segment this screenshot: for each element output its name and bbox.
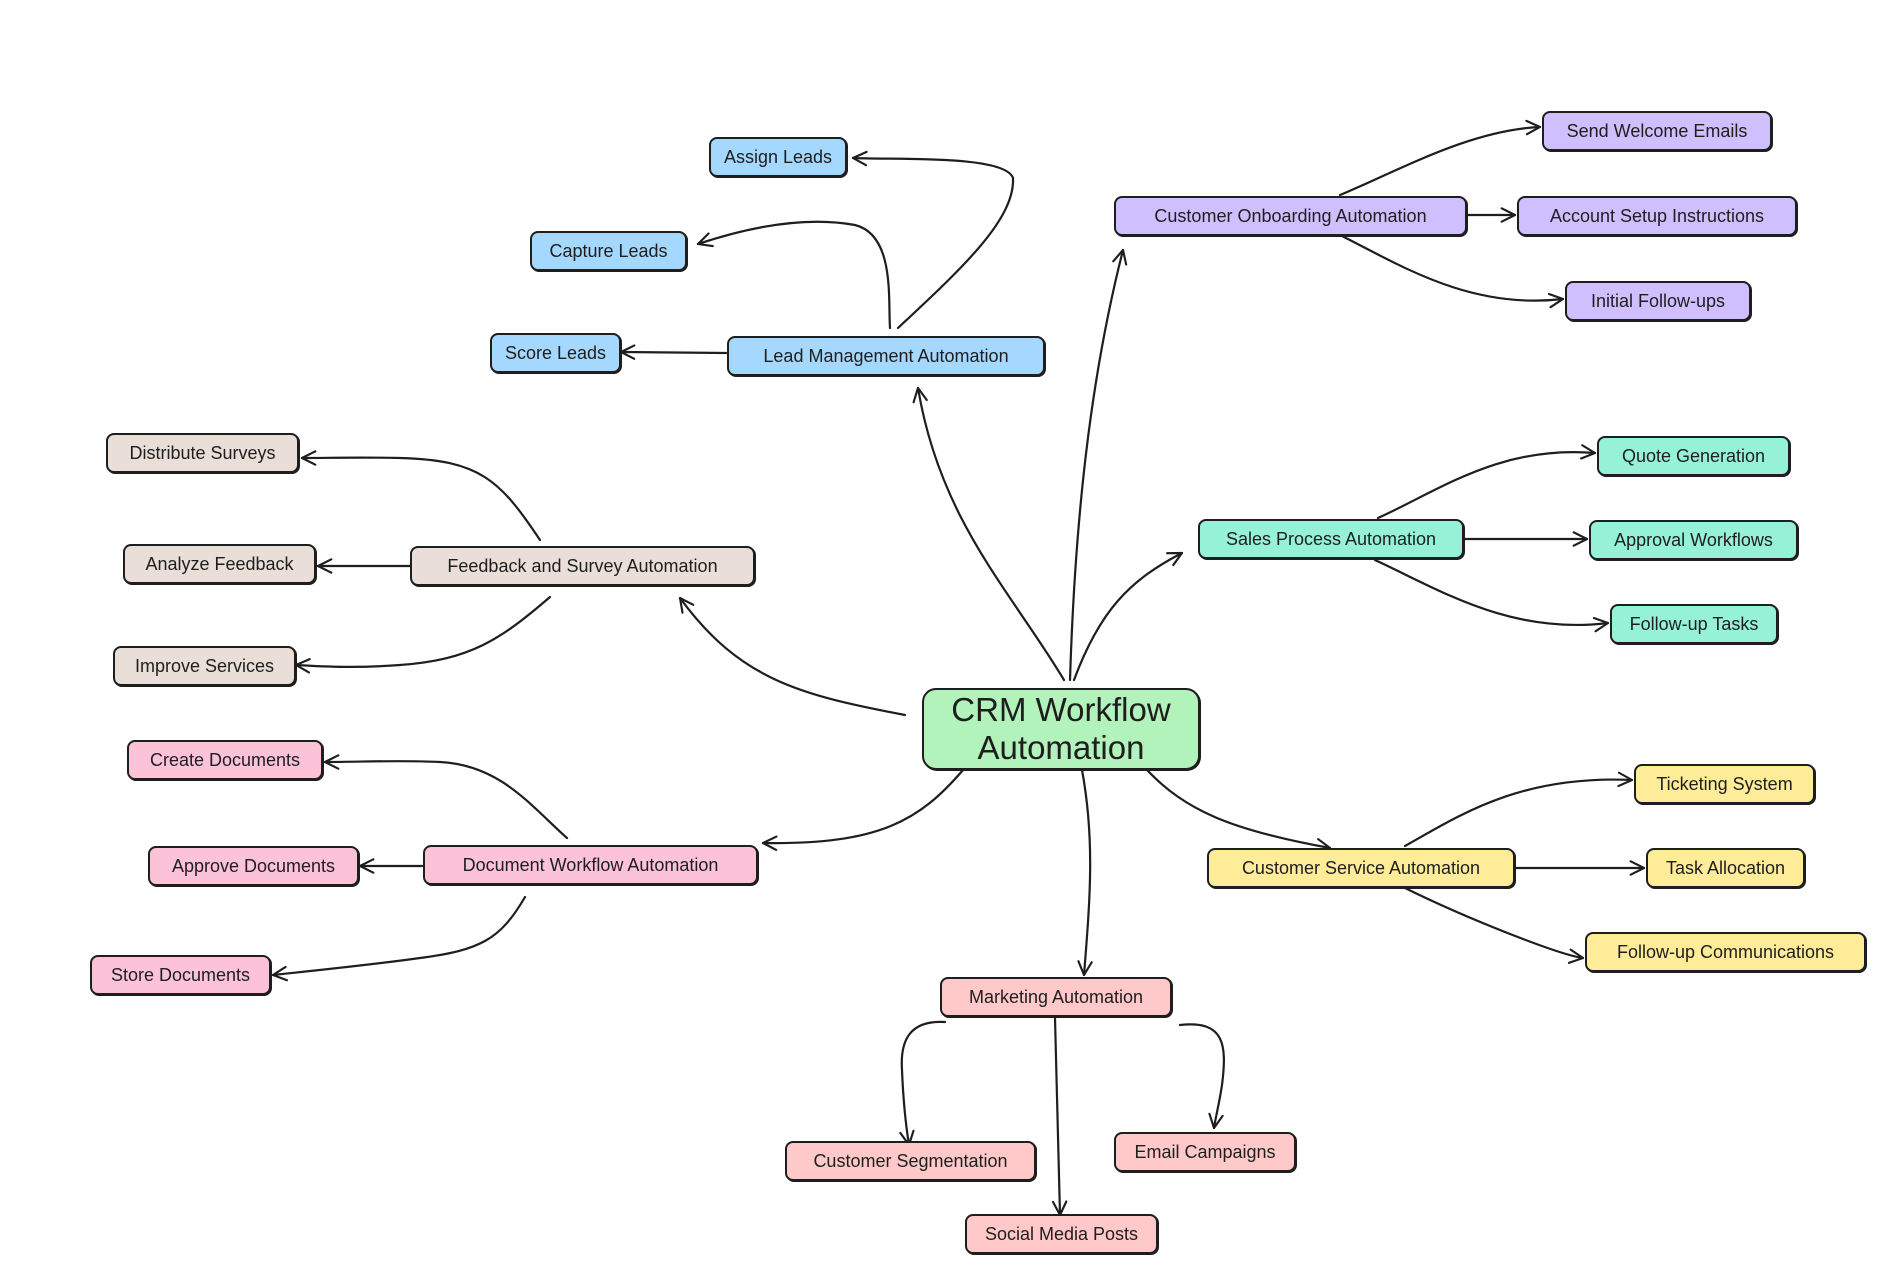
branch-node-marketing[interactable]: Marketing Automation <box>940 977 1172 1017</box>
leaf-node-follow-up-tasks[interactable]: Follow-up Tasks <box>1610 604 1778 644</box>
leaf-node-follow-up-communications[interactable]: Follow-up Communications <box>1585 932 1866 972</box>
branch-node-customer-service[interactable]: Customer Service Automation <box>1207 848 1515 888</box>
central-topic-line-2: Automation <box>977 729 1145 766</box>
edge-lead-assign <box>851 150 1015 330</box>
edge-feedback-distribute <box>300 450 542 542</box>
edge-onboarding-welcome <box>1338 119 1542 197</box>
leaf-node-score-leads[interactable]: Score Leads <box>490 333 621 373</box>
branch-node-sales-process[interactable]: Sales Process Automation <box>1198 519 1464 559</box>
leaf-node-social-media-posts[interactable]: Social Media Posts <box>965 1214 1158 1254</box>
edge-center-sales <box>1072 551 1184 682</box>
leaf-node-quote-generation[interactable]: Quote Generation <box>1597 436 1790 476</box>
edge-document-create <box>323 754 569 840</box>
edge-marketing-segmentation <box>899 1020 947 1147</box>
edge-feedback-improve <box>294 595 552 674</box>
leaf-node-customer-segmentation[interactable]: Customer Segmentation <box>785 1141 1036 1181</box>
leaf-node-send-welcome-emails[interactable]: Send Welcome Emails <box>1542 111 1772 151</box>
edge-onboarding-followups <box>1338 233 1565 309</box>
leaf-node-account-setup-instructions[interactable]: Account Setup Instructions <box>1517 196 1797 236</box>
edge-center-onboarding <box>1068 248 1128 682</box>
branch-node-customer-onboarding[interactable]: Customer Onboarding Automation <box>1114 196 1467 236</box>
leaf-node-initial-follow-ups[interactable]: Initial Follow-ups <box>1565 281 1751 321</box>
central-topic-node[interactable]: CRM Workflow Automation <box>922 688 1200 770</box>
edge-center-marketing <box>1077 768 1093 977</box>
leaf-node-task-allocation[interactable]: Task Allocation <box>1646 848 1805 888</box>
edge-lead-capture <box>696 220 892 330</box>
edge-service-followupcomm <box>1403 886 1585 964</box>
edge-center-lead <box>912 386 1066 682</box>
leaf-node-approve-documents[interactable]: Approve Documents <box>148 846 359 886</box>
edge-marketing-social <box>1051 1016 1068 1217</box>
leaf-node-distribute-surveys[interactable]: Distribute Surveys <box>106 433 299 473</box>
branch-node-feedback-survey[interactable]: Feedback and Survey Automation <box>410 546 755 586</box>
edge-center-document <box>761 768 965 851</box>
leaf-node-assign-leads[interactable]: Assign Leads <box>709 137 847 177</box>
edge-center-feedback <box>678 596 907 717</box>
leaf-node-ticketing-system[interactable]: Ticketing System <box>1634 764 1815 804</box>
edge-sales-followup <box>1373 558 1610 633</box>
leaf-node-create-documents[interactable]: Create Documents <box>127 740 323 780</box>
edge-service-ticketing <box>1403 771 1634 848</box>
leaf-node-approval-workflows[interactable]: Approval Workflows <box>1589 520 1798 560</box>
leaf-node-capture-leads[interactable]: Capture Leads <box>530 231 687 271</box>
leaf-node-email-campaigns[interactable]: Email Campaigns <box>1114 1132 1296 1172</box>
central-topic-label: CRM Workflow Automation <box>951 691 1170 767</box>
edge-sales-quote <box>1376 444 1597 520</box>
branch-node-document-workflow[interactable]: Document Workflow Automation <box>423 845 758 885</box>
edge-lead-score <box>619 344 728 360</box>
branch-node-lead-management[interactable]: Lead Management Automation <box>727 336 1045 376</box>
leaf-node-store-documents[interactable]: Store Documents <box>90 955 271 995</box>
edge-center-service <box>1145 768 1332 854</box>
leaf-node-improve-services[interactable]: Improve Services <box>113 646 296 686</box>
central-topic-line-1: CRM Workflow <box>951 691 1171 728</box>
edge-document-store <box>271 895 527 982</box>
leaf-node-analyze-feedback[interactable]: Analyze Feedback <box>123 544 316 584</box>
edge-marketing-email <box>1178 1023 1225 1130</box>
